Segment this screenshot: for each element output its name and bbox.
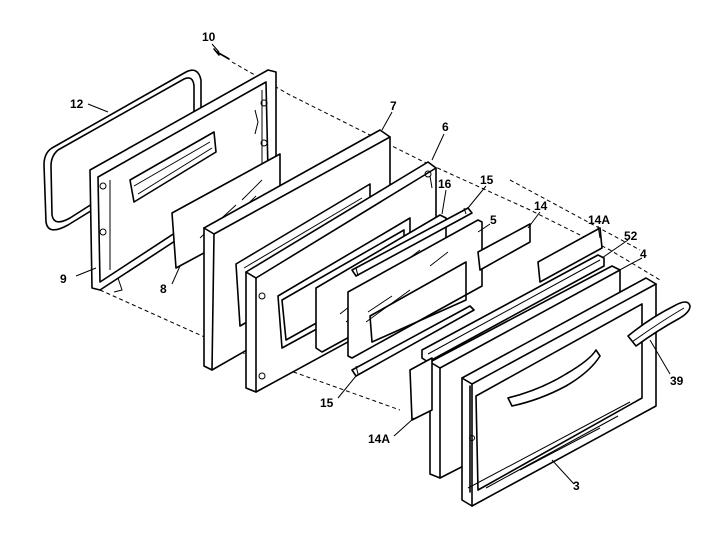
part-inner-door-liner	[89, 69, 277, 293]
label-part-5: 5	[490, 213, 497, 227]
part-door-gasket	[43, 69, 202, 231]
part-door-handle	[627, 301, 691, 347]
callout-labels: 10 12 7 6 16 15 14 14A 52 5 4 9 8 39 15 …	[60, 30, 684, 493]
part-insulation-sheet	[477, 223, 531, 271]
label-part-12: 12	[70, 97, 84, 111]
label-part-14A-lower: 14A	[368, 432, 390, 446]
part-front-frame	[461, 277, 657, 507]
assembly-guide-lines	[99, 61, 661, 411]
label-part-14A-upper: 14A	[588, 213, 610, 227]
part-outer-glass	[347, 219, 483, 359]
callout-leaders	[75, 43, 671, 485]
part-channel	[421, 254, 605, 363]
part-shield-lower	[409, 357, 433, 421]
label-part-7: 7	[390, 99, 397, 113]
label-part-9: 9	[60, 272, 67, 286]
label-part-15-upper: 15	[480, 173, 494, 187]
label-part-4: 4	[640, 247, 647, 261]
label-part-10: 10	[202, 30, 216, 44]
part-strip-upper	[351, 207, 473, 277]
label-part-14: 14	[534, 199, 548, 213]
label-part-8: 8	[160, 282, 167, 296]
part-screw	[213, 48, 230, 60]
label-part-15-lower: 15	[320, 396, 334, 410]
label-part-6: 6	[442, 120, 449, 134]
label-part-16: 16	[438, 177, 452, 191]
label-part-39: 39	[670, 374, 684, 388]
part-shield-upper	[537, 227, 603, 283]
label-part-52: 52	[624, 229, 638, 243]
label-part-3: 3	[573, 479, 580, 493]
part-strip-lower	[351, 305, 475, 377]
